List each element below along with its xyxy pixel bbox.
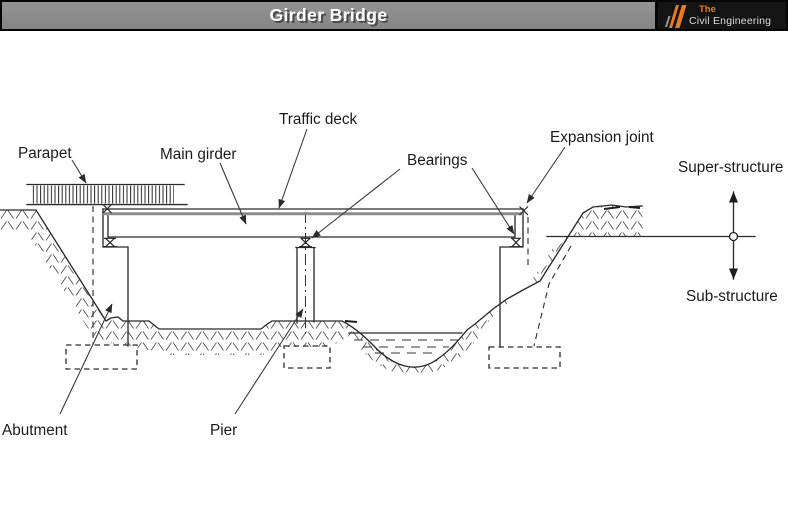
joint-mark-left [102,204,112,214]
bridge-cross-section-diagram: Parapet Main girder Traffic deck Bearing… [0,111,783,439]
page-title: Girder Bridge [269,5,388,25]
deck-structure [102,208,524,238]
logo-civil-engineering: The Civil Engineering [658,2,786,29]
label-bearings: Bearings [407,152,468,169]
bearing-right [509,237,523,248]
leader-pier [234,308,304,415]
ground-surface-line [0,204,643,368]
ground [0,204,643,375]
label-super-structure: Super-structure [678,159,783,176]
girder-outline [107,215,516,238]
diagram-labels: Parapet Main girder Traffic deck Bearing… [2,111,783,439]
abutment-left-footing [65,344,138,370]
label-sub-structure: Sub-structure [686,288,778,305]
abutment-right-footing [488,346,561,369]
water-level-dashes [354,339,458,354]
river-water [348,332,463,354]
structure-divider [546,191,756,280]
leader-traffic-deck [278,128,308,209]
leader-parapet [71,159,87,184]
bearing-marks [103,237,523,248]
label-main-girder: Main girder [160,146,237,163]
bearing-left [103,237,117,248]
logo-brand-bottom: Civil Engineering [689,14,772,27]
expansion-joint-marks [102,204,529,216]
label-traffic-deck: Traffic deck [279,111,358,128]
leader-main-girder [219,162,247,225]
pier-structure [295,212,316,338]
leader-bearings-pier [311,168,401,239]
leader-lines [59,128,566,415]
abutment-right-buried-slope [533,245,572,347]
logo-text: The Civil Engineering [689,5,771,26]
footings [65,344,561,370]
pier-footing [283,345,331,369]
divider-origin-circle [728,231,739,242]
label-pier: Pier [210,422,237,439]
parapet-hatch [31,185,174,204]
leader-bearings-abutment [471,167,515,235]
bearing-pier [299,237,312,248]
parapet-structure [26,183,188,206]
title-bar: Girder Bridge The Civil Engineering [0,0,788,31]
leader-abutment [59,303,113,415]
label-abutment: Abutment [2,422,68,439]
logo-slashes-icon [665,4,687,28]
grass-ticks [344,206,641,323]
leader-expansion-joint [526,146,566,204]
label-expansion-joint: Expansion joint [550,129,654,146]
ground-hatch-fill [0,205,643,375]
label-parapet: Parapet [18,145,72,162]
joint-mark-right [519,206,529,216]
title-bar-background: Girder Bridge [2,2,655,29]
logo-brand-top: The [699,4,716,15]
